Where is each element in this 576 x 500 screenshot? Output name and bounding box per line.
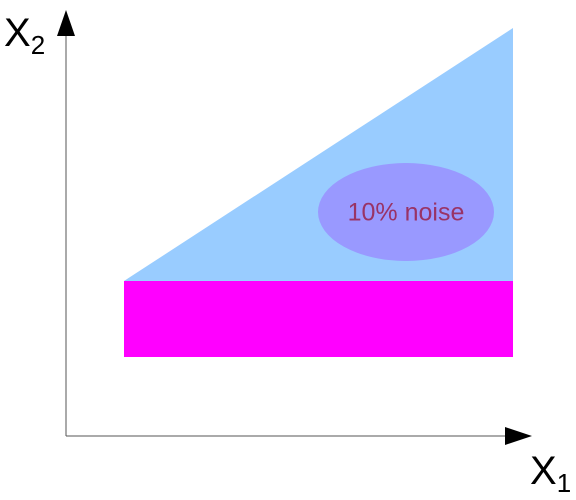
rectangle-region xyxy=(124,281,513,357)
y-axis-label: X2 xyxy=(4,11,45,60)
y-axis-arrow-icon xyxy=(57,10,75,36)
noise-label: 10% noise xyxy=(348,199,465,227)
y-axis-label-main: X xyxy=(4,11,31,55)
noise-ellipse xyxy=(318,163,494,261)
x-axis-label-subscript: 1 xyxy=(557,468,571,498)
y-axis-label-subscript: 2 xyxy=(31,30,45,60)
x-axis-arrow-icon xyxy=(505,427,532,445)
x-axis-label-main: X xyxy=(530,449,557,493)
x-axis-label: X1 xyxy=(530,449,571,498)
